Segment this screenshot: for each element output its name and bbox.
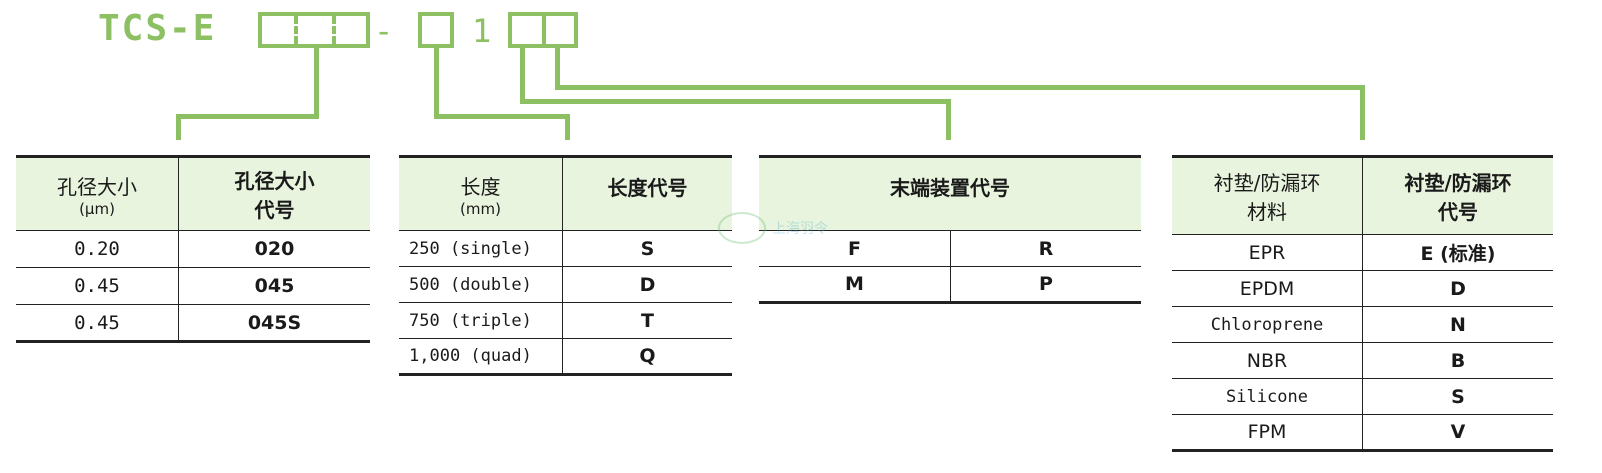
gasket-code-header: 衬垫/防漏环 代号: [1362, 156, 1553, 235]
table-row: M P: [759, 266, 1141, 303]
table-row: NBR B: [1172, 342, 1553, 379]
end-device-header: 末端装置代号: [890, 176, 1010, 200]
length-value: 500 (double): [399, 266, 563, 303]
table-row: 0.20 020: [16, 230, 370, 268]
pore-code-header: 孔径大小 代号: [178, 156, 370, 231]
gasket-material-value: Chloroprene: [1172, 306, 1363, 343]
gasket-code-value: B: [1362, 342, 1553, 379]
pore-size-header: 孔径大小 (μm): [16, 157, 179, 231]
end-device-code: F: [759, 230, 951, 267]
gasket-material-header: 衬垫/防漏环 材料: [1172, 157, 1363, 235]
connector-length: [434, 48, 439, 118]
pore-code-title-line2: 代号: [254, 198, 295, 222]
table-row: 0.45 045: [16, 267, 370, 305]
connector-pore: [176, 114, 181, 140]
box-divider: [542, 16, 546, 44]
gasket-material-value: EPDM: [1172, 270, 1363, 307]
length-value: 750 (triple): [399, 302, 563, 339]
end-gasket-code-box: [508, 12, 578, 48]
gasket-code-value: V: [1362, 414, 1553, 451]
gasket-code-value: S: [1362, 378, 1553, 415]
gasket-code-value: N: [1362, 306, 1553, 343]
end-device-table: 末端装置代号 F R M P: [759, 155, 1141, 304]
table-row: Chloroprene N: [1172, 306, 1553, 343]
dash-separator: -: [374, 12, 394, 50]
length-code-value: T: [562, 302, 732, 339]
watermark: 上海羽令: [718, 212, 828, 244]
pore-code-value: 045S: [178, 304, 370, 342]
watermark-logo-icon: [718, 212, 766, 244]
gasket-code-title-line2: 代号: [1438, 200, 1478, 224]
length-code-value: Q: [562, 338, 732, 375]
table-row: 0.45 045S: [16, 304, 370, 342]
gasket-code-title: 衬垫/防漏环: [1404, 171, 1512, 195]
length-title: 长度: [460, 174, 501, 199]
table-row: 250 (single) S: [399, 230, 732, 267]
table-row: 500 (double) D: [399, 266, 732, 303]
box-divider: [294, 16, 298, 44]
end-device-code: M: [759, 266, 951, 303]
table-row: EPR E (标准): [1172, 234, 1553, 271]
model-prefix: TCS-E: [98, 8, 217, 49]
length-unit: (mm): [460, 199, 501, 218]
gasket-material-value: NBR: [1172, 342, 1363, 379]
connector-end: [520, 99, 951, 104]
length-header: 长度 (mm): [399, 157, 563, 231]
gasket-table: 衬垫/防漏环 材料 衬垫/防漏环 代号 EPR E (标准) EPDM D Ch…: [1172, 155, 1553, 452]
gasket-material-title-line2: 材料: [1247, 200, 1287, 224]
gasket-code-value: D: [1362, 270, 1553, 307]
end-device-code: R: [950, 230, 1141, 267]
length-code-header: 长度代号: [562, 156, 732, 231]
length-value: 1,000 (quad): [399, 338, 563, 375]
connector-gasket: [555, 85, 1365, 90]
connector-pore: [314, 48, 319, 118]
pore-size-table: 孔径大小 (μm) 孔径大小 代号 0.20 020 0.45 045 0.45…: [16, 155, 370, 343]
box-divider: [332, 16, 336, 44]
fixed-digit: 1: [472, 12, 492, 50]
connector-length: [434, 114, 570, 119]
gasket-material-value: EPR: [1172, 234, 1363, 271]
length-code-value: S: [562, 230, 732, 267]
pore-size-unit: (μm): [79, 199, 115, 218]
table-row: 1,000 (quad) Q: [399, 338, 732, 375]
connector-end: [520, 48, 525, 104]
pore-code-value: 045: [178, 267, 370, 305]
pore-size-value: 0.20: [16, 230, 179, 268]
table-row: FPM V: [1172, 414, 1553, 451]
gasket-material-value: Silicone: [1172, 378, 1363, 415]
end-device-code: P: [950, 266, 1141, 303]
length-table: 长度 (mm) 长度代号 250 (single) S 500 (double)…: [399, 155, 732, 376]
pore-size-title: 孔径大小: [57, 174, 137, 199]
pore-size-value: 0.45: [16, 267, 179, 305]
pore-size-value: 0.45: [16, 304, 179, 342]
gasket-material-value: FPM: [1172, 414, 1363, 451]
connector-pore: [176, 114, 319, 119]
gasket-code-value: E (标准): [1362, 234, 1553, 271]
length-code-value: D: [562, 266, 732, 303]
table-row: EPDM D: [1172, 270, 1553, 307]
connector-end: [946, 99, 951, 140]
connector-gasket: [1360, 85, 1365, 140]
watermark-text: 上海羽令: [772, 221, 828, 237]
table-row: 750 (triple) T: [399, 302, 732, 339]
pore-code-box: [258, 12, 370, 48]
pore-code-value: 020: [178, 230, 370, 268]
connector-gasket: [555, 48, 560, 90]
gasket-material-title: 衬垫/防漏环: [1213, 171, 1321, 195]
pore-code-title: 孔径大小: [234, 169, 315, 193]
connector-length: [565, 114, 570, 140]
table-row: F R: [759, 230, 1141, 267]
length-code-box: [418, 12, 454, 48]
length-value: 250 (single): [399, 230, 563, 267]
table-row: Silicone S: [1172, 378, 1553, 415]
